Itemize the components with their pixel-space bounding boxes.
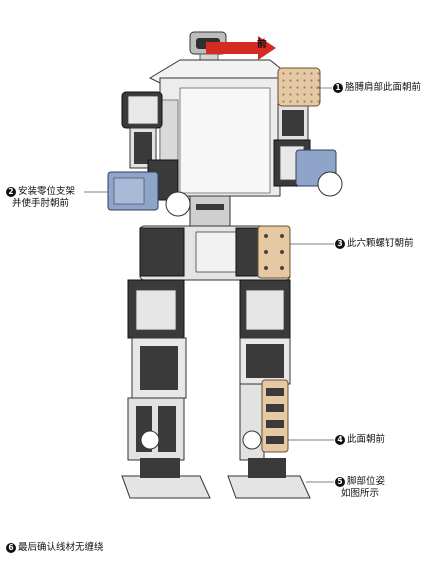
callout-1-shoulder-front: 1胳膊肩部此面朝前 bbox=[333, 82, 421, 94]
callout-6-cable-check: 6最后确认线材无缠绕 bbox=[6, 542, 104, 554]
left-foot bbox=[122, 458, 210, 498]
front-direction-label: 前 bbox=[257, 36, 267, 50]
shin-gold-plate bbox=[262, 380, 288, 452]
shoulder-gold-plate bbox=[278, 68, 320, 106]
callout-text-line2: 如图所示 bbox=[335, 488, 385, 500]
callout-number: 4 bbox=[335, 435, 345, 445]
callout-3-six-screws: 3此六颗螺钉朝前 bbox=[335, 238, 414, 250]
callout-text-line2: 并使手肘朝前 bbox=[6, 198, 75, 210]
callout-text-line1: 脚部位姿 bbox=[347, 476, 385, 487]
callout-number: 6 bbox=[6, 543, 16, 553]
right-arm-blue-bracket bbox=[296, 150, 342, 196]
left-leg bbox=[128, 280, 186, 460]
callout-5-foot-pose: 5脚部位姿 如图所示 bbox=[335, 476, 385, 500]
right-foot bbox=[228, 458, 310, 498]
callout-text: 此六颗螺钉朝前 bbox=[347, 238, 414, 249]
callout-2-zero-bracket: 2安装零位支架 并使手肘朝前 bbox=[6, 186, 75, 210]
callout-text: 胳膊肩部此面朝前 bbox=[345, 82, 421, 93]
callout-number: 1 bbox=[333, 83, 343, 93]
callout-number: 2 bbox=[6, 187, 16, 197]
callout-text: 此面朝前 bbox=[347, 434, 385, 445]
callout-text: 最后确认线材无缠绕 bbox=[18, 542, 104, 553]
callout-number: 5 bbox=[335, 477, 345, 487]
callout-text-line1: 安装零位支架 bbox=[18, 186, 75, 197]
callout-4-face-front: 4此面朝前 bbox=[335, 434, 385, 446]
hip-gold-plate bbox=[258, 226, 290, 278]
callout-number: 3 bbox=[335, 239, 345, 249]
